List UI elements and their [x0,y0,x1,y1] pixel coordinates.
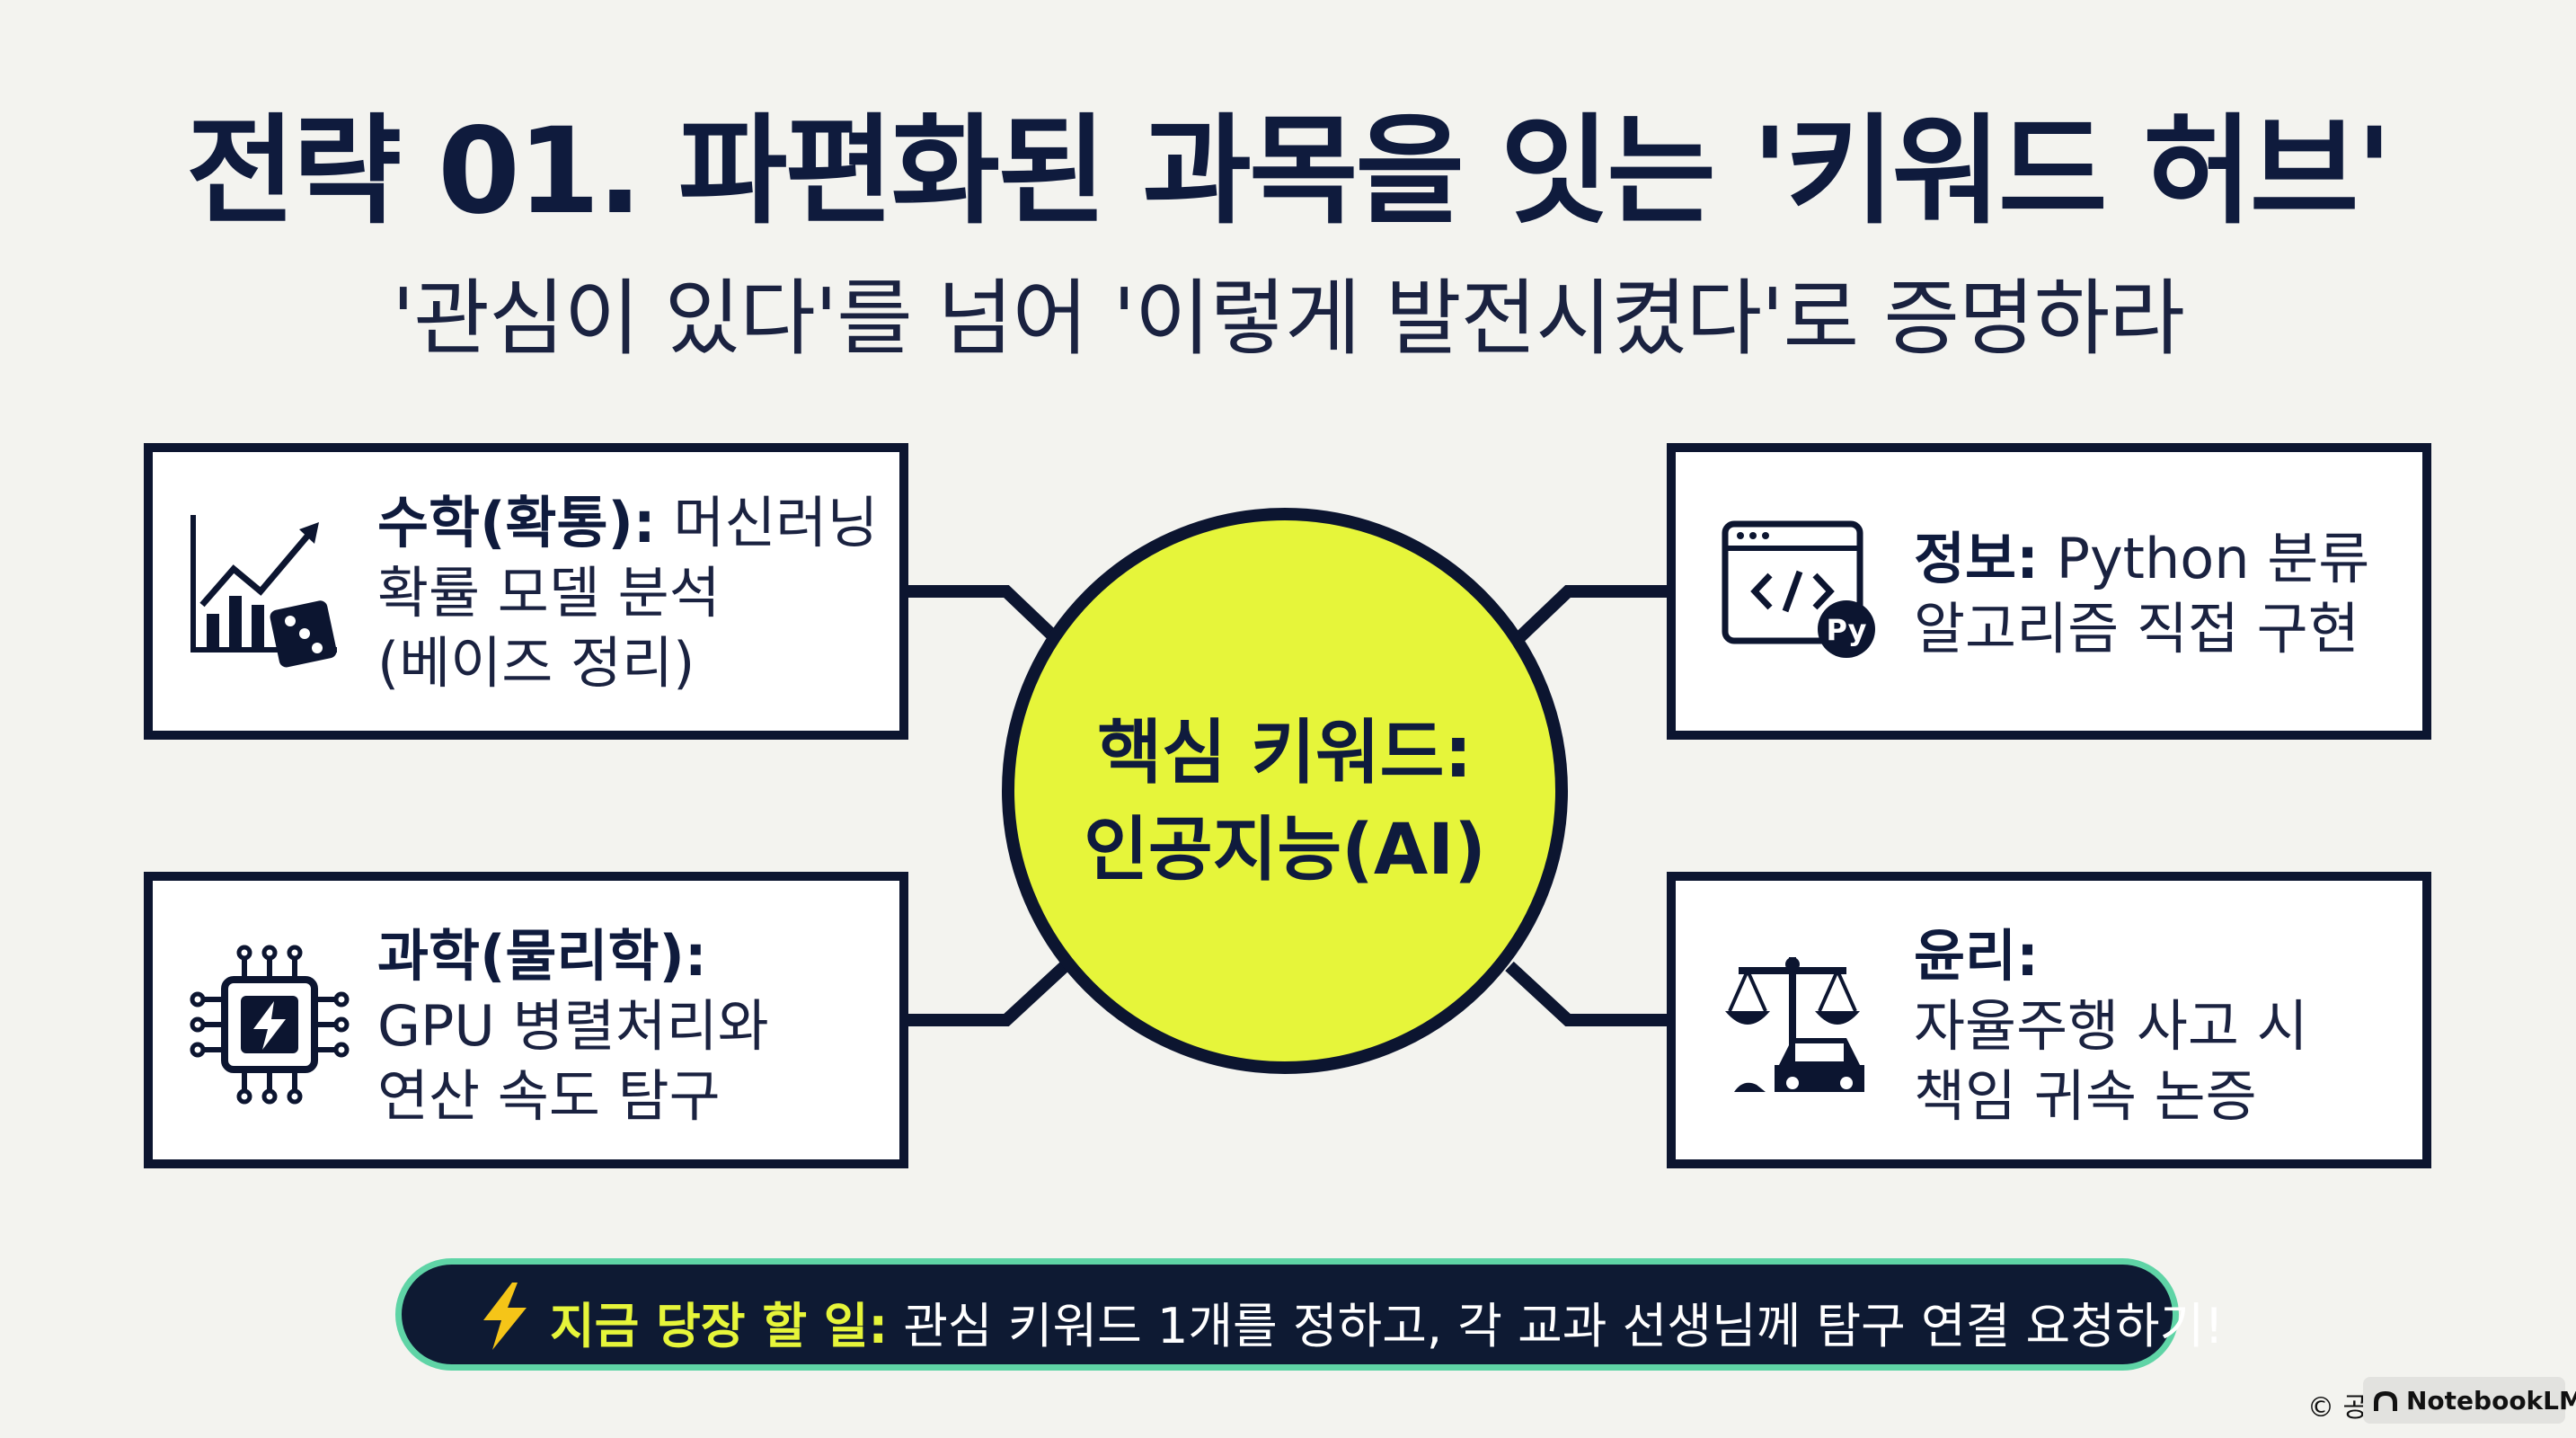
python-badge-text: Py [1827,613,1867,647]
page-subtitle: '관심이 있다'를 넘어 '이렇게 발전시켰다'로 증명하라 [392,271,2185,367]
notebooklm-label: NotebookLM [2406,1386,2576,1416]
hub-line1: 핵심 키워드: [1097,713,1473,794]
copyright-text: © 공 [2307,1392,2368,1424]
ethics-line2: 자율주행 사고 시 [1914,993,2308,1059]
science-line3: 연산 속도 탐구 [377,1063,721,1129]
notebooklm-logo-icon [2374,1391,2397,1411]
math-label: 수학(확통): [377,490,656,555]
hub-line2: 인공지능(AI) [1084,810,1486,891]
card-info: Py 정보: Python 분류 알고리즘 직접 구현 [1667,443,2431,740]
notebooklm-badge: NotebookLM [2363,1377,2576,1424]
math-line1: 머신러닝 [655,490,879,555]
lightning-icon [483,1283,527,1350]
math-line3: (베이즈 정리) [377,630,695,696]
card-ethics: 윤리: 자율주행 사고 시 책임 귀속 논증 [1667,872,2431,1168]
info-line2: 알고리즘 직접 구현 [1914,596,2359,661]
info-line1: Python 분류 [2038,526,2370,591]
ethics-label: 윤리: [1914,923,2039,989]
chart-dice-icon [190,515,337,668]
action-text: 관심 키워드 1개를 정하고, 각 교과 선생님께 탐구 연결 요청하기! [888,1298,2224,1354]
python-code-icon: Py [1722,520,1875,658]
card-math: 수학(확통): 머신러닝 확률 모델 분석 (베이즈 정리) [144,443,908,740]
science-line2: GPU 병렬처리와 [377,993,769,1059]
page-title: 전략 01. 파편화된 과목을 잇는 '키워드 허브' [186,102,2392,241]
action-label: 지금 당장 할 일: [550,1298,889,1354]
ethics-line3: 책임 귀속 논증 [1914,1063,2257,1129]
action-banner: 지금 당장 할 일: 관심 키워드 1개를 정하고, 각 교과 선생님께 탐구 … [395,1258,2224,1371]
math-line2: 확률 모델 분석 [377,560,721,626]
card-science: 과학(물리학): GPU 병렬처리와 연산 속도 탐구 [144,872,908,1168]
scales-car-icon [1725,957,1864,1092]
keyword-hub: 핵심 키워드: 인공지능(AI) [1002,508,1568,1074]
chip-icon [190,945,350,1105]
info-label: 정보: [1914,526,2039,591]
science-label: 과학(물리학): [377,923,707,989]
